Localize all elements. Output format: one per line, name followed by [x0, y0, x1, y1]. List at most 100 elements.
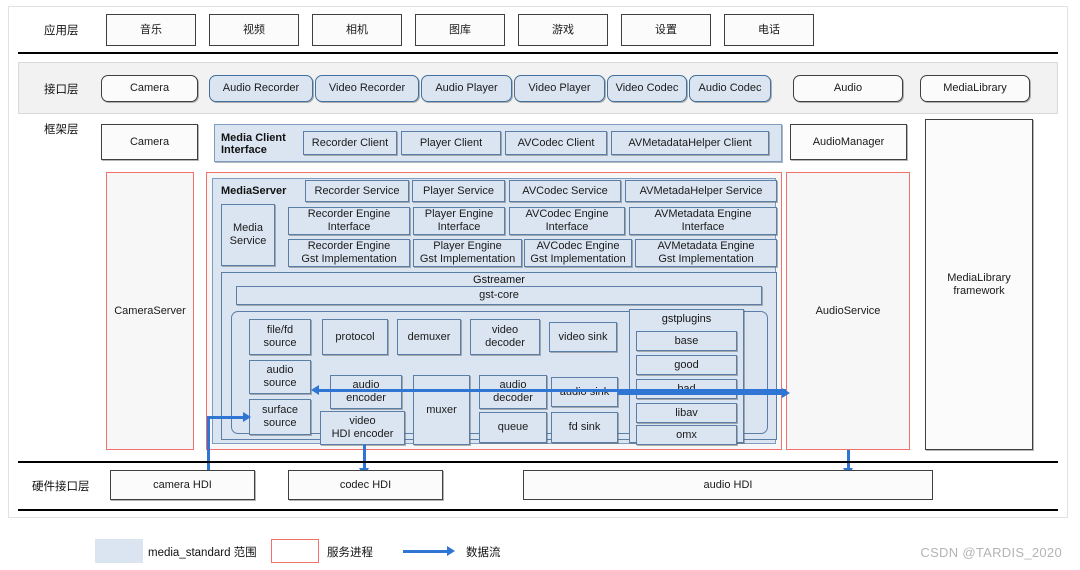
interface-item-audio-recorder[interactable]: Audio Recorder	[209, 75, 313, 102]
gst-element-protocol-label: protocol	[335, 330, 375, 343]
engine-impl-player[interactable]: Player Engine Gst Implementation	[413, 239, 522, 267]
gst-core-label: gst-core	[479, 289, 519, 302]
gstplugin-libav[interactable]: libav	[636, 403, 737, 423]
media-service-label: Media Service	[229, 222, 267, 247]
engine-impl-avmetadata-label: AVMetadata Engine Gst Implementation	[657, 240, 755, 265]
hardware-audio-hdi[interactable]: audio HDI	[523, 470, 933, 500]
engine-impl-avcodec[interactable]: AVCodec Engine Gst Implementation	[524, 239, 632, 267]
interface-item-medialibrary[interactable]: MediaLibrary	[920, 75, 1030, 102]
interface-item-audio[interactable]: Audio	[793, 75, 903, 102]
media-library-framework-label: MediaLibrary framework	[947, 271, 1011, 297]
camera-server-label: CameraServer	[114, 304, 186, 317]
engine-interface-avmetadata[interactable]: AVMetadata Engine Interface	[629, 207, 777, 235]
engine-impl-recorder-label: Recorder Engine Gst Implementation	[301, 240, 397, 265]
audio-manager-box[interactable]: AudioManager	[790, 124, 907, 160]
client-player[interactable]: Player Client	[401, 131, 501, 155]
gstplugin-omx[interactable]: omx	[636, 425, 737, 445]
media-service-box[interactable]: Media Service	[221, 204, 275, 266]
service-avcodec[interactable]: AVCodec Service	[509, 180, 621, 202]
hardware-camera-hdi[interactable]: camera HDI	[110, 470, 255, 500]
gst-core-box[interactable]: gst-core	[236, 286, 762, 305]
gst-element-queue[interactable]: queue	[479, 412, 547, 443]
legend-arrow-data-flow-head	[447, 546, 455, 556]
media-client-interface-title: Media Client Interface	[221, 132, 286, 157]
interface-item-audio-codec[interactable]: Audio Codec	[689, 75, 771, 102]
gst-element-muxer[interactable]: muxer	[413, 375, 470, 445]
layer-label-hardware: 硬件接口层	[32, 481, 90, 493]
gst-element-audio-source[interactable]: audio source	[249, 360, 311, 394]
gst-element-surface-source[interactable]: surface source	[249, 399, 311, 435]
engine-interface-avmetadata-label: AVMetadata Engine Interface	[654, 208, 752, 233]
gst-element-video-decoder-label: video decoder	[485, 324, 525, 349]
gst-element-file-fd-source-label: file/fd source	[263, 324, 297, 349]
legend: media_standard 范围 服务进程 数据流	[0, 530, 1080, 570]
engine-impl-recorder[interactable]: Recorder Engine Gst Implementation	[288, 239, 410, 267]
interface-item-video-codec[interactable]: Video Codec	[607, 75, 687, 102]
camera-server-box[interactable]: CameraServer	[106, 172, 194, 450]
legend-label-media-standard: media_standard 范围	[148, 547, 257, 559]
client-recorder[interactable]: Recorder Client	[303, 131, 397, 155]
engine-impl-avmetadata[interactable]: AVMetadata Engine Gst Implementation	[635, 239, 777, 267]
arrow-audioservice-to-audio-source-head	[311, 385, 319, 395]
engine-interface-avcodec[interactable]: AVCodec Engine Interface	[509, 207, 625, 235]
interface-item-camera-label: Camera	[129, 82, 170, 95]
engine-interface-player[interactable]: Player Engine Interface	[413, 207, 505, 235]
framework-camera-box[interactable]: Camera	[101, 124, 198, 160]
layer-label-interface: 接口层	[44, 84, 79, 96]
divider-app-interface	[18, 52, 1058, 54]
interface-item-audio-player[interactable]: Audio Player	[421, 75, 512, 102]
arrow-hdiencoder-to-codechdi	[363, 445, 366, 472]
interface-item-medialibrary-label: MediaLibrary	[943, 82, 1007, 95]
engine-interface-recorder[interactable]: Recorder Engine Interface	[288, 207, 410, 235]
app-item-4[interactable]: 游戏	[518, 14, 608, 46]
gst-element-file-fd-source[interactable]: file/fd source	[249, 319, 311, 355]
gst-element-demuxer[interactable]: demuxer	[397, 319, 461, 355]
hardware-audio-hdi-label: audio HDI	[703, 478, 753, 491]
client-recorder-label: Recorder Client	[311, 136, 389, 149]
gst-element-video-hdi-encoder[interactable]: video HDI encoder	[320, 411, 405, 445]
gst-element-video-decoder[interactable]: video decoder	[470, 319, 540, 355]
app-item-3[interactable]: 图库	[415, 14, 505, 46]
divider-framework-hardware	[18, 461, 1058, 463]
gst-element-video-sink[interactable]: video sink	[549, 322, 617, 352]
interface-item-audio-recorder-label: Audio Recorder	[222, 82, 300, 95]
audio-service-box[interactable]: AudioService	[786, 172, 910, 450]
gst-element-fd-sink[interactable]: fd sink	[551, 412, 618, 443]
gst-element-queue-label: queue	[497, 421, 529, 434]
gst-element-audio-decoder[interactable]: audio decoder	[479, 375, 547, 409]
media-library-framework-box[interactable]: MediaLibrary framework	[925, 119, 1033, 450]
app-item-0-label: 音乐	[140, 23, 162, 36]
legend-label-service-process: 服务进程	[327, 547, 373, 559]
hardware-codec-hdi[interactable]: codec HDI	[288, 470, 443, 500]
interface-item-video-player[interactable]: Video Player	[514, 75, 605, 102]
app-item-5-label: 设置	[655, 23, 677, 36]
client-avmetadatahelper-label: AVMetadataHelper Client	[628, 136, 752, 149]
gstplugin-bad-label: bad	[677, 383, 695, 396]
legend-arrow-data-flow	[403, 550, 449, 553]
interface-item-camera[interactable]: Camera	[101, 75, 198, 102]
client-avcodec[interactable]: AVCodec Client	[505, 131, 607, 155]
app-item-0[interactable]: 音乐	[106, 14, 196, 46]
gstplugin-base[interactable]: base	[636, 331, 737, 351]
app-item-6[interactable]: 电话	[724, 14, 814, 46]
service-avmetadahelper[interactable]: AVMetadaHelper Service	[625, 180, 777, 202]
gst-element-audio-encoder[interactable]: audio encoder	[330, 375, 402, 409]
interface-item-video-recorder[interactable]: Video Recorder	[315, 75, 419, 102]
app-item-1[interactable]: 视频	[209, 14, 299, 46]
engine-impl-player-label: Player Engine Gst Implementation	[419, 240, 516, 265]
gst-element-protocol[interactable]: protocol	[322, 319, 388, 355]
engine-interface-recorder-label: Recorder Engine Interface	[307, 208, 391, 233]
legend-swatch-service-process	[271, 539, 319, 563]
service-player[interactable]: Player Service	[412, 180, 505, 202]
app-item-5[interactable]: 设置	[621, 14, 711, 46]
audio-service-label: AudioService	[815, 304, 881, 317]
interface-item-audio-player-label: Audio Player	[435, 82, 498, 95]
framework-camera-label: Camera	[129, 135, 170, 148]
app-item-2[interactable]: 相机	[312, 14, 402, 46]
gst-element-audio-sink[interactable]: audio sink	[551, 377, 618, 407]
media-server-title: MediaServer	[221, 185, 287, 197]
client-avmetadatahelper[interactable]: AVMetadataHelper Client	[611, 131, 769, 155]
gst-element-video-hdi-encoder-label: video HDI encoder	[331, 415, 394, 440]
service-recorder[interactable]: Recorder Service	[305, 180, 409, 202]
gstplugin-good[interactable]: good	[636, 355, 737, 375]
